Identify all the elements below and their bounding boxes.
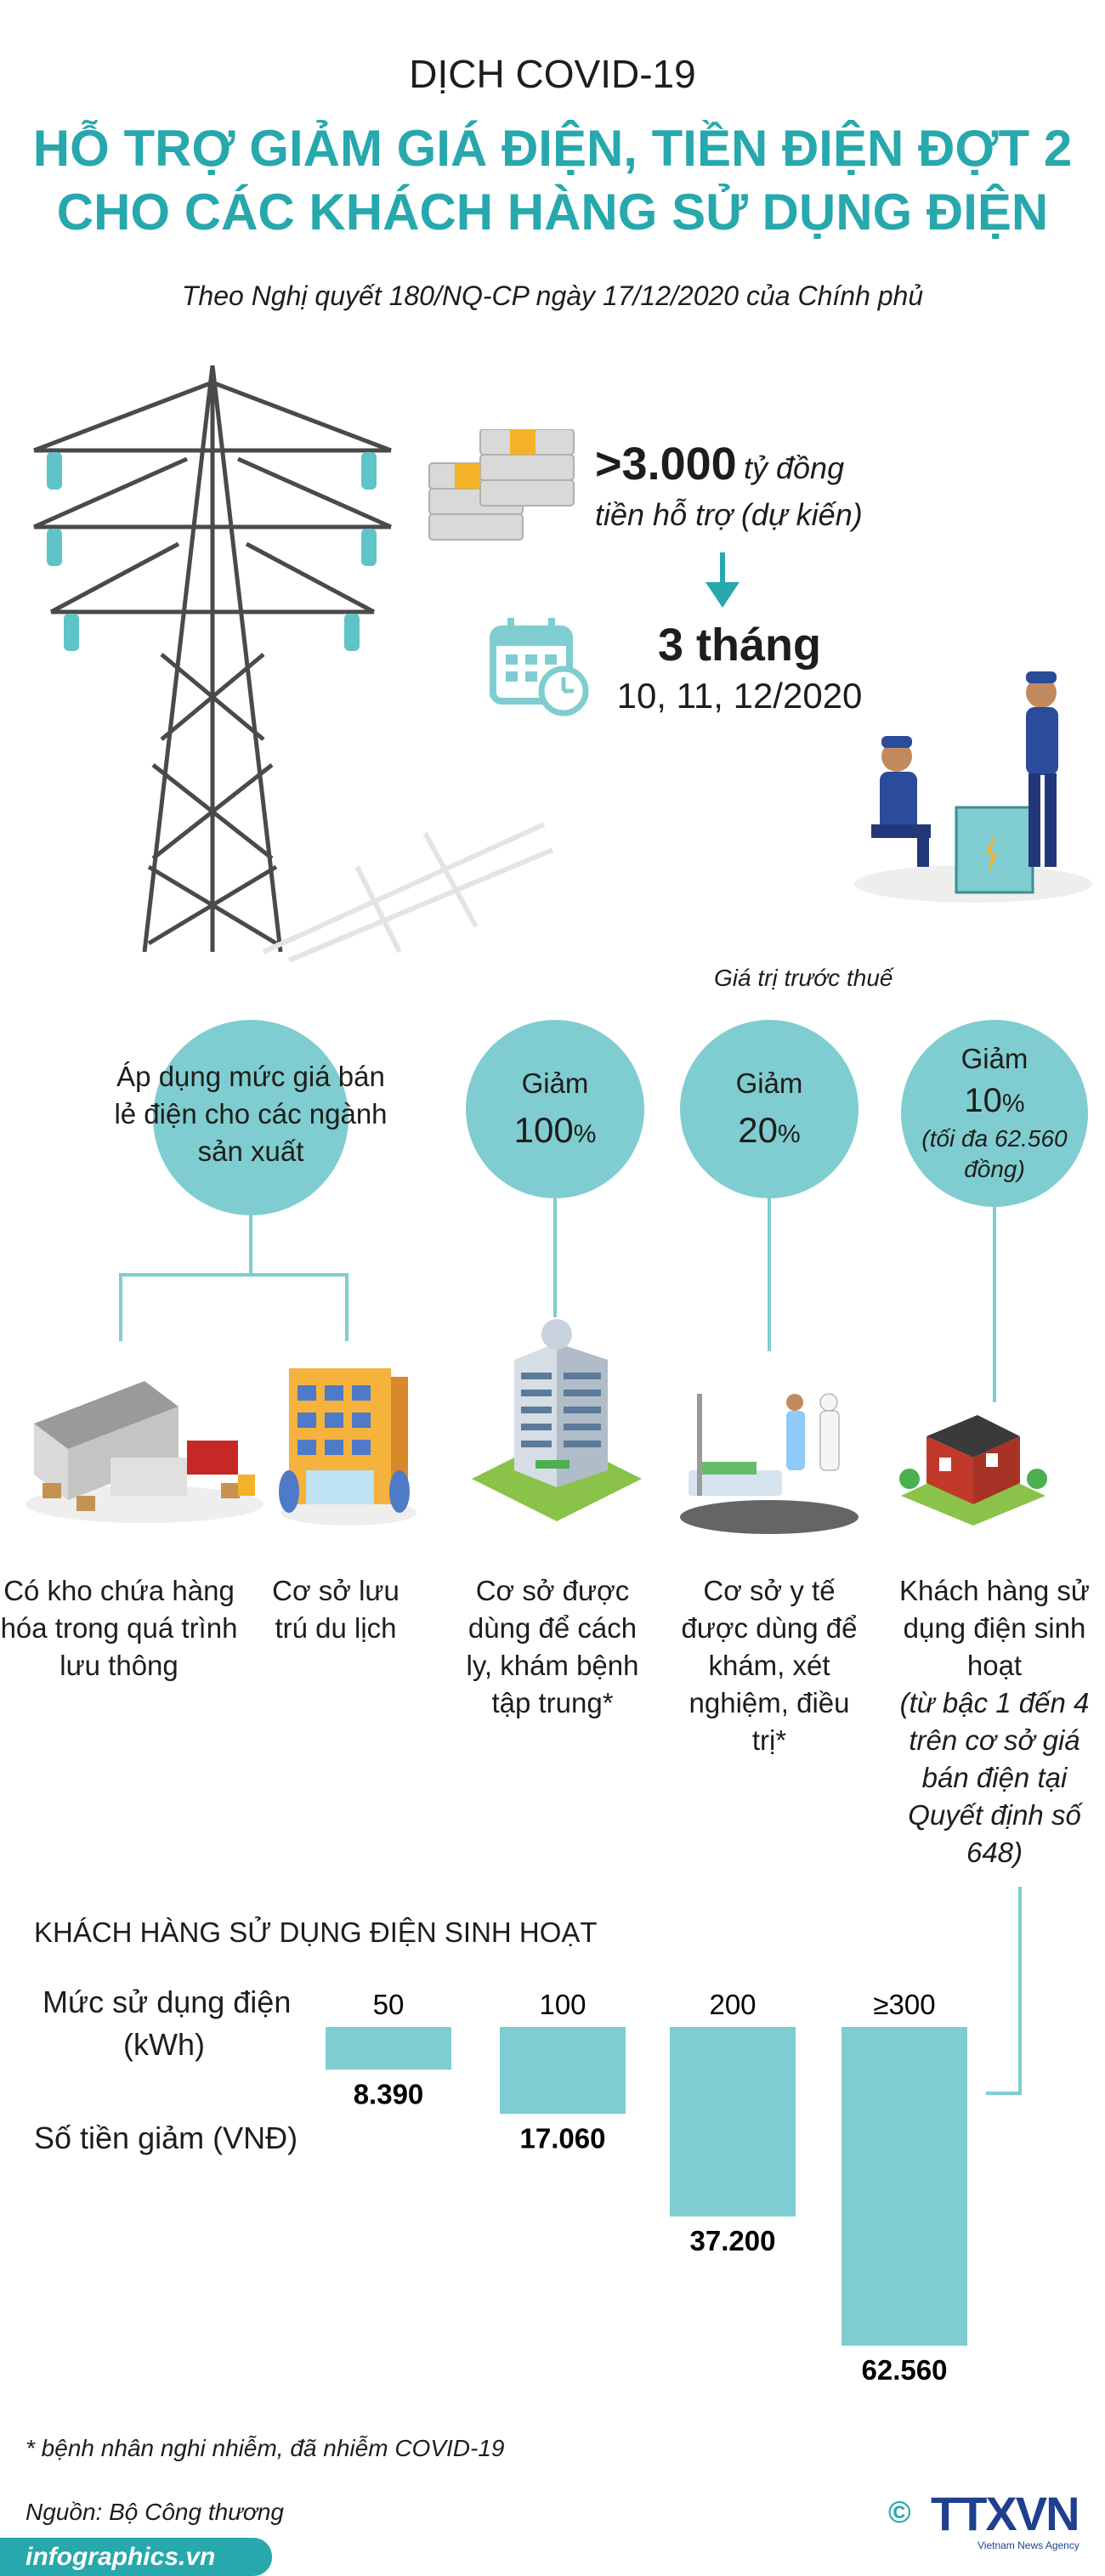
chart-category-label: 200 <box>709 1989 756 2020</box>
ttxvn-logo: TTXVN <box>931 2487 1080 2540</box>
discount-bar-chart: 50 8.390 100 17.060 200 37.200 ≥300 62.560 <box>326 1989 967 2386</box>
chart-value-label: 37.200 <box>690 2225 776 2256</box>
connector-retail-stem <box>249 1215 252 1275</box>
circle-100-value: 100% <box>513 1110 597 1150</box>
connector-warehouse <box>119 1273 122 1341</box>
quarantine-hospital-illustration <box>472 1319 642 1521</box>
circle-10-label: Giảm <box>960 1042 1028 1074</box>
chart-value-label: 8.390 <box>354 2078 424 2109</box>
title-line-2: CHO CÁC KHÁCH HÀNG SỬ DỤNG ĐIỆN <box>56 184 1049 241</box>
support-amount: >3.000 <box>595 439 737 490</box>
months: 10, 11, 12/2020 <box>616 676 863 716</box>
chart-ylabel: Số tiền giảm (VNĐ) <box>34 2120 298 2155</box>
household-house-illustration <box>899 1415 1047 1526</box>
support-amount-note: tiền hỗ trợ (dự kiến) <box>595 497 863 532</box>
beneficiary-medical: Cơ sở y tế được dùng để khám, xét nghiệm… <box>681 1575 858 1756</box>
footnote: * bệnh nhân nghi nhiễm, đã nhiễm COVID-1… <box>26 2435 505 2461</box>
policy-circle-20: Giảm 20% <box>680 1020 858 1198</box>
circle-10-value: 10% <box>964 1081 1025 1119</box>
title-line-1: HỖ TRỢ GIẢM GIÁ ĐIỆN, TIỀN ĐIỆN ĐỢT 2 <box>32 120 1073 177</box>
tax-note: Giá trị trước thuế <box>714 965 893 991</box>
connector-retail-branch <box>119 1273 348 1277</box>
connector-hotel <box>345 1273 348 1341</box>
site-banner <box>0 2538 272 2576</box>
chart-category-label: 100 <box>539 1989 586 2020</box>
chart-bar <box>670 2027 796 2216</box>
chart-category-label: 50 <box>373 1989 405 2020</box>
chart-category-label: ≥300 <box>873 1989 935 2020</box>
subtitle: Theo Nghị quyết 180/NQ-CP ngày 17/12/202… <box>181 280 924 311</box>
connector-medical <box>768 1198 771 1351</box>
chart-bar <box>500 2027 626 2115</box>
kicker: DỊCH COVID-19 <box>409 52 696 96</box>
site-name: infographics.vn <box>26 2543 216 2571</box>
policy-circle-100: Giảm 100% <box>466 1020 644 1198</box>
beneficiary-hotel: Cơ sở lưu trú du lịch <box>272 1575 400 1644</box>
circle-10-note: (tối đa 62.560 đồng) <box>921 1124 1068 1182</box>
power-tower-illustration <box>32 365 393 953</box>
support-amount-unit: tỷ đồng <box>744 450 845 485</box>
circle-100-label: Giảm <box>521 1067 589 1099</box>
connector-household-chart-end <box>986 2092 1022 2095</box>
retail-price-text: Áp dụng mức giá bán lẻ điện cho các ngàn… <box>114 1061 388 1167</box>
chart-title: KHÁCH HÀNG SỬ DỤNG ĐIỆN SINH HOẠT <box>34 1916 598 1948</box>
duration: 3 tháng <box>657 620 821 671</box>
chart-bar <box>326 2027 451 2070</box>
chart-xlabel-line2: (kWh) <box>123 2027 205 2062</box>
hotel-illustration <box>279 1368 416 1526</box>
chart-bar <box>842 2027 967 2346</box>
copyright-symbol: © <box>888 2494 911 2529</box>
beneficiary-household: Khách hàng sử dụng điện sinh hoạt <box>899 1575 1090 1681</box>
electric-workers-illustration <box>854 671 1092 903</box>
warehouse-illustration <box>26 1381 264 1523</box>
chart-value-label: 62.560 <box>862 2354 948 2386</box>
connector-household-chart <box>1018 1887 1022 2095</box>
money-stack-icon <box>428 429 575 541</box>
medical-facility-illustration <box>680 1393 858 1534</box>
arrow-down-icon <box>706 552 740 608</box>
circle-20-value: 20% <box>738 1110 801 1150</box>
beneficiary-quarantine: Cơ sở được dùng để cách ly, khám bệnh tậ… <box>466 1575 639 1718</box>
source: Nguồn: Bộ Công thương <box>26 2499 284 2525</box>
circle-20-label: Giảm <box>735 1067 803 1099</box>
ttxvn-logo-subtitle: Vietnam News Agency <box>978 2539 1080 2551</box>
policy-circle-retail-price <box>153 1020 348 1215</box>
beneficiary-warehouse: Có kho chứa hàng hóa trong quá trình lưu… <box>0 1575 238 1681</box>
beneficiary-household-note: (từ bậc 1 đến 4 trên cơ sở giá bán điện … <box>899 1687 1090 1868</box>
calendar-clock-icon <box>490 618 589 716</box>
chart-xlabel-line1: Mức sử dụng điện <box>42 1984 292 2019</box>
chart-value-label: 17.060 <box>520 2122 606 2154</box>
connector-quarantine <box>553 1198 557 1317</box>
policy-circle-10: Giảm 10% (tối đa 62.560 đồng) <box>901 1020 1088 1207</box>
connector-household <box>993 1207 996 1402</box>
tower-shadow-illustration <box>262 822 554 963</box>
